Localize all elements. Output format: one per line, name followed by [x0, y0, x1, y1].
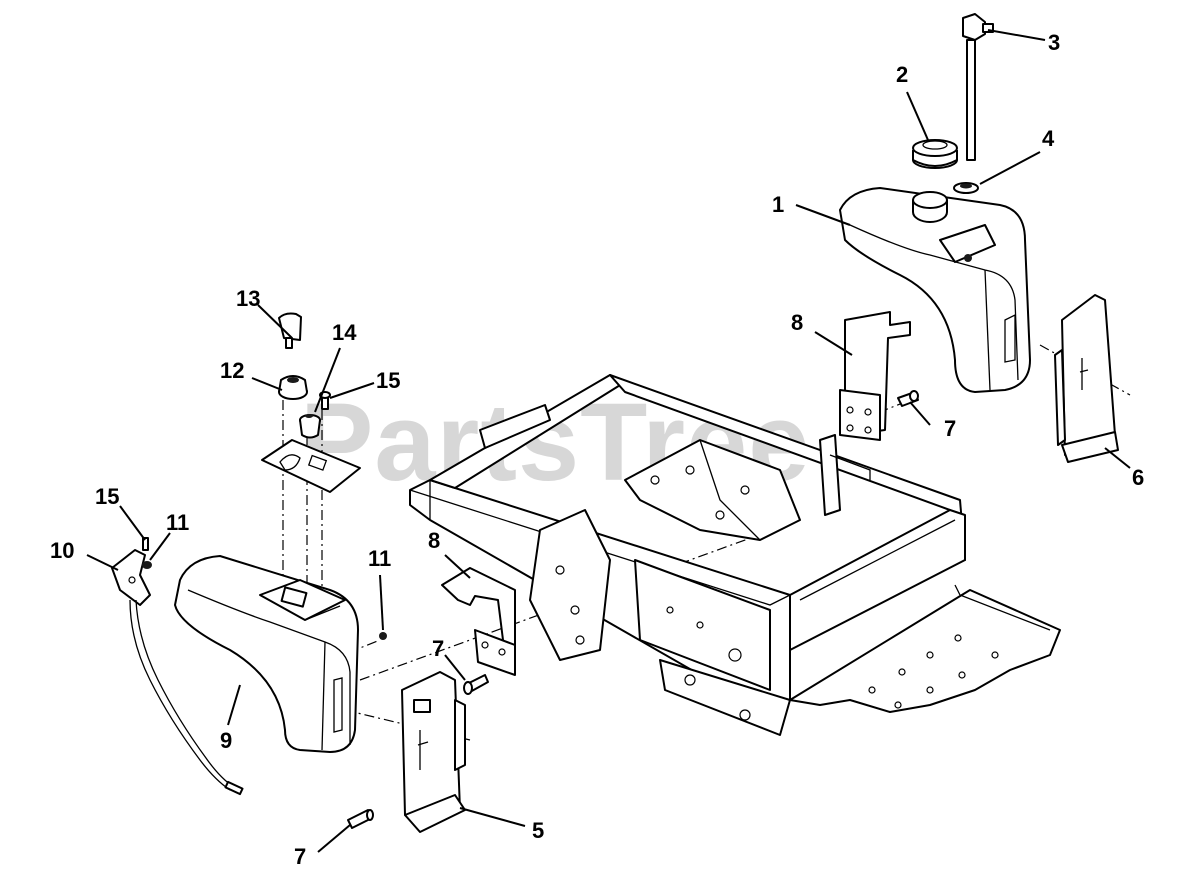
fuel-tank-right — [839, 187, 1031, 393]
callout-7-right: 7 — [944, 416, 956, 441]
fuel-shutoff-valve — [111, 549, 244, 796]
callout-3: 3 — [1048, 30, 1060, 55]
ignition-key — [278, 312, 302, 349]
nut-left — [142, 561, 152, 569]
callouts: 1 2 3 4 5 6 7 7 7 8 8 9 10 11 11 12 13 1… — [50, 30, 1144, 869]
callout-13: 13 — [236, 286, 260, 311]
callout-15-left: 15 — [95, 484, 119, 509]
leader-lines — [86, 29, 1131, 853]
bolt-right — [897, 390, 919, 407]
callout-12: 12 — [220, 358, 244, 383]
callout-5: 5 — [532, 818, 544, 843]
chassis-frame — [409, 374, 966, 736]
side-shield-lower — [401, 671, 466, 833]
callout-7-middle: 7 — [432, 636, 444, 661]
callout-11-right: 11 — [368, 546, 391, 571]
callout-8-lower: 8 — [428, 528, 440, 553]
fuel-cap — [912, 139, 958, 169]
bolt-middle — [463, 674, 489, 695]
fuel-tank-left — [174, 555, 359, 753]
vent-tube — [962, 13, 994, 161]
grommet — [953, 182, 979, 194]
side-shield-right — [1054, 294, 1119, 463]
tank-bracket-lower — [441, 567, 516, 676]
callout-15-upper: 15 — [376, 368, 400, 393]
callout-11-left: 11 — [166, 510, 189, 535]
callout-7-bottom: 7 — [294, 844, 306, 869]
mounting-plate — [261, 439, 361, 493]
bolt-bottom — [347, 809, 374, 829]
callout-14: 14 — [332, 320, 357, 345]
screw-left — [142, 537, 149, 551]
deck-bolt-heads — [868, 634, 999, 709]
callout-10: 10 — [50, 538, 74, 563]
deck-plate — [789, 584, 1061, 713]
ignition-switch — [299, 414, 321, 439]
nut-right — [379, 632, 387, 640]
callout-6: 6 — [1132, 465, 1144, 490]
tank-bracket-right — [839, 311, 911, 441]
callout-8-right: 8 — [791, 310, 803, 335]
callout-2: 2 — [896, 62, 908, 87]
callout-9: 9 — [220, 728, 232, 753]
screw-upper — [319, 391, 331, 410]
ignition-boot — [278, 375, 308, 400]
callout-1: 1 — [772, 192, 784, 217]
callout-4: 4 — [1042, 126, 1055, 151]
